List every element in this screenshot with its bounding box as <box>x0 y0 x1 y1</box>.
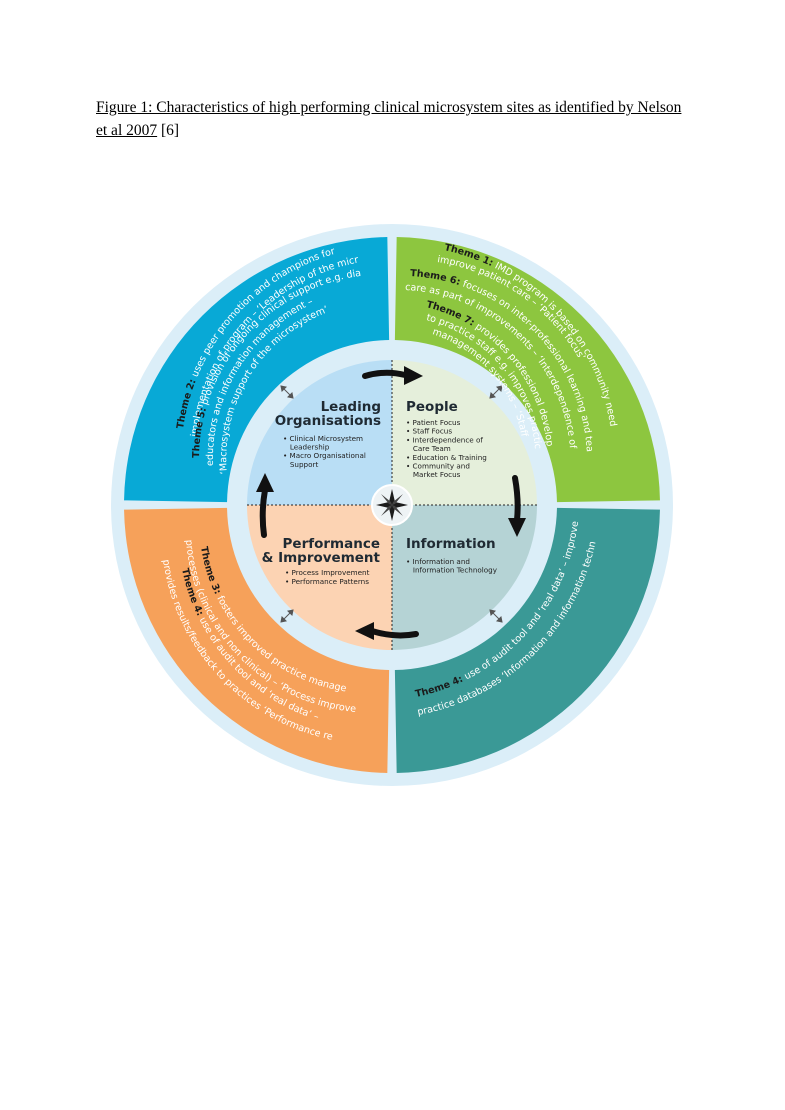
inner-quadrant-leading <box>247 360 392 505</box>
arrow-icon-right <box>512 475 521 523</box>
leading-bullets: • Clinical Microsystem Leadership• Macro… <box>283 434 366 469</box>
leading-bullet-3: Support <box>283 460 318 469</box>
performance-improvement-block: Performance & Improvement • Process Impr… <box>262 536 381 586</box>
people-bullets: • Patient Focus• Staff Focus• Interdepen… <box>406 418 487 479</box>
cycle-arrows <box>259 369 521 639</box>
leading-bullet-1: Leadership <box>283 443 330 452</box>
double-arrow-icons <box>280 385 503 623</box>
people-bullet-4: • Education & Training <box>406 453 487 462</box>
information-bullet-1: Information Technology <box>406 566 498 575</box>
performance-bullet-1: • Performance Patterns <box>285 577 369 586</box>
people-title: People <box>406 399 458 415</box>
information-block: Information • Information and Informatio… <box>406 536 498 575</box>
people-bullet-0: • Patient Focus <box>406 418 461 427</box>
performance-title-line2: & Improvement <box>262 550 381 566</box>
arrow-heads <box>256 366 526 640</box>
figure-caption: Figure 1: Characteristics of high perfor… <box>96 96 696 142</box>
inner-quadrant-performance <box>247 505 392 650</box>
arrow-icon-bottom <box>369 628 419 639</box>
outer-segment-bottom-left <box>124 507 390 773</box>
inner-quadrant-information <box>392 505 537 650</box>
leading-bullet-0: • Clinical Microsystem <box>283 434 363 443</box>
arrow-icon-top <box>362 369 408 379</box>
outer-segment-top-right <box>394 237 660 503</box>
outer-segment-bottom-right <box>394 507 660 773</box>
compass-icon <box>371 484 413 526</box>
caption-reference: [6] <box>161 122 180 139</box>
people-block: People • Patient Focus• Staff Focus• Int… <box>406 399 487 479</box>
information-title: Information <box>406 536 496 552</box>
people-bullet-3: Care Team <box>406 444 451 453</box>
arrow-icon-left <box>259 487 268 538</box>
information-bullet-0: • Information and <box>406 557 470 566</box>
information-bullets: • Information and Information Technology <box>406 557 498 575</box>
inner-quadrant-people <box>392 360 537 505</box>
leading-bullet-2: • Macro Organisational <box>283 451 366 460</box>
performance-bullets: • Process Improvement• Performance Patte… <box>285 568 370 586</box>
leading-organisations-block: Leading Organisations • Clinical Microsy… <box>275 399 381 469</box>
leading-title-line1: Leading <box>321 399 381 415</box>
caption-text: Figure 1: Characteristics of high perfor… <box>96 99 682 139</box>
people-bullet-5: • Community and <box>406 462 470 471</box>
performance-title-line1: Performance <box>283 536 380 552</box>
leading-title-line2: Organisations <box>275 413 381 429</box>
outer-segment-top-left <box>124 237 390 503</box>
people-bullet-6: Market Focus <box>406 470 461 479</box>
people-bullet-1: • Staff Focus <box>406 427 452 436</box>
people-bullet-2: • Interdependence of <box>406 435 483 444</box>
performance-bullet-0: • Process Improvement <box>285 568 370 577</box>
